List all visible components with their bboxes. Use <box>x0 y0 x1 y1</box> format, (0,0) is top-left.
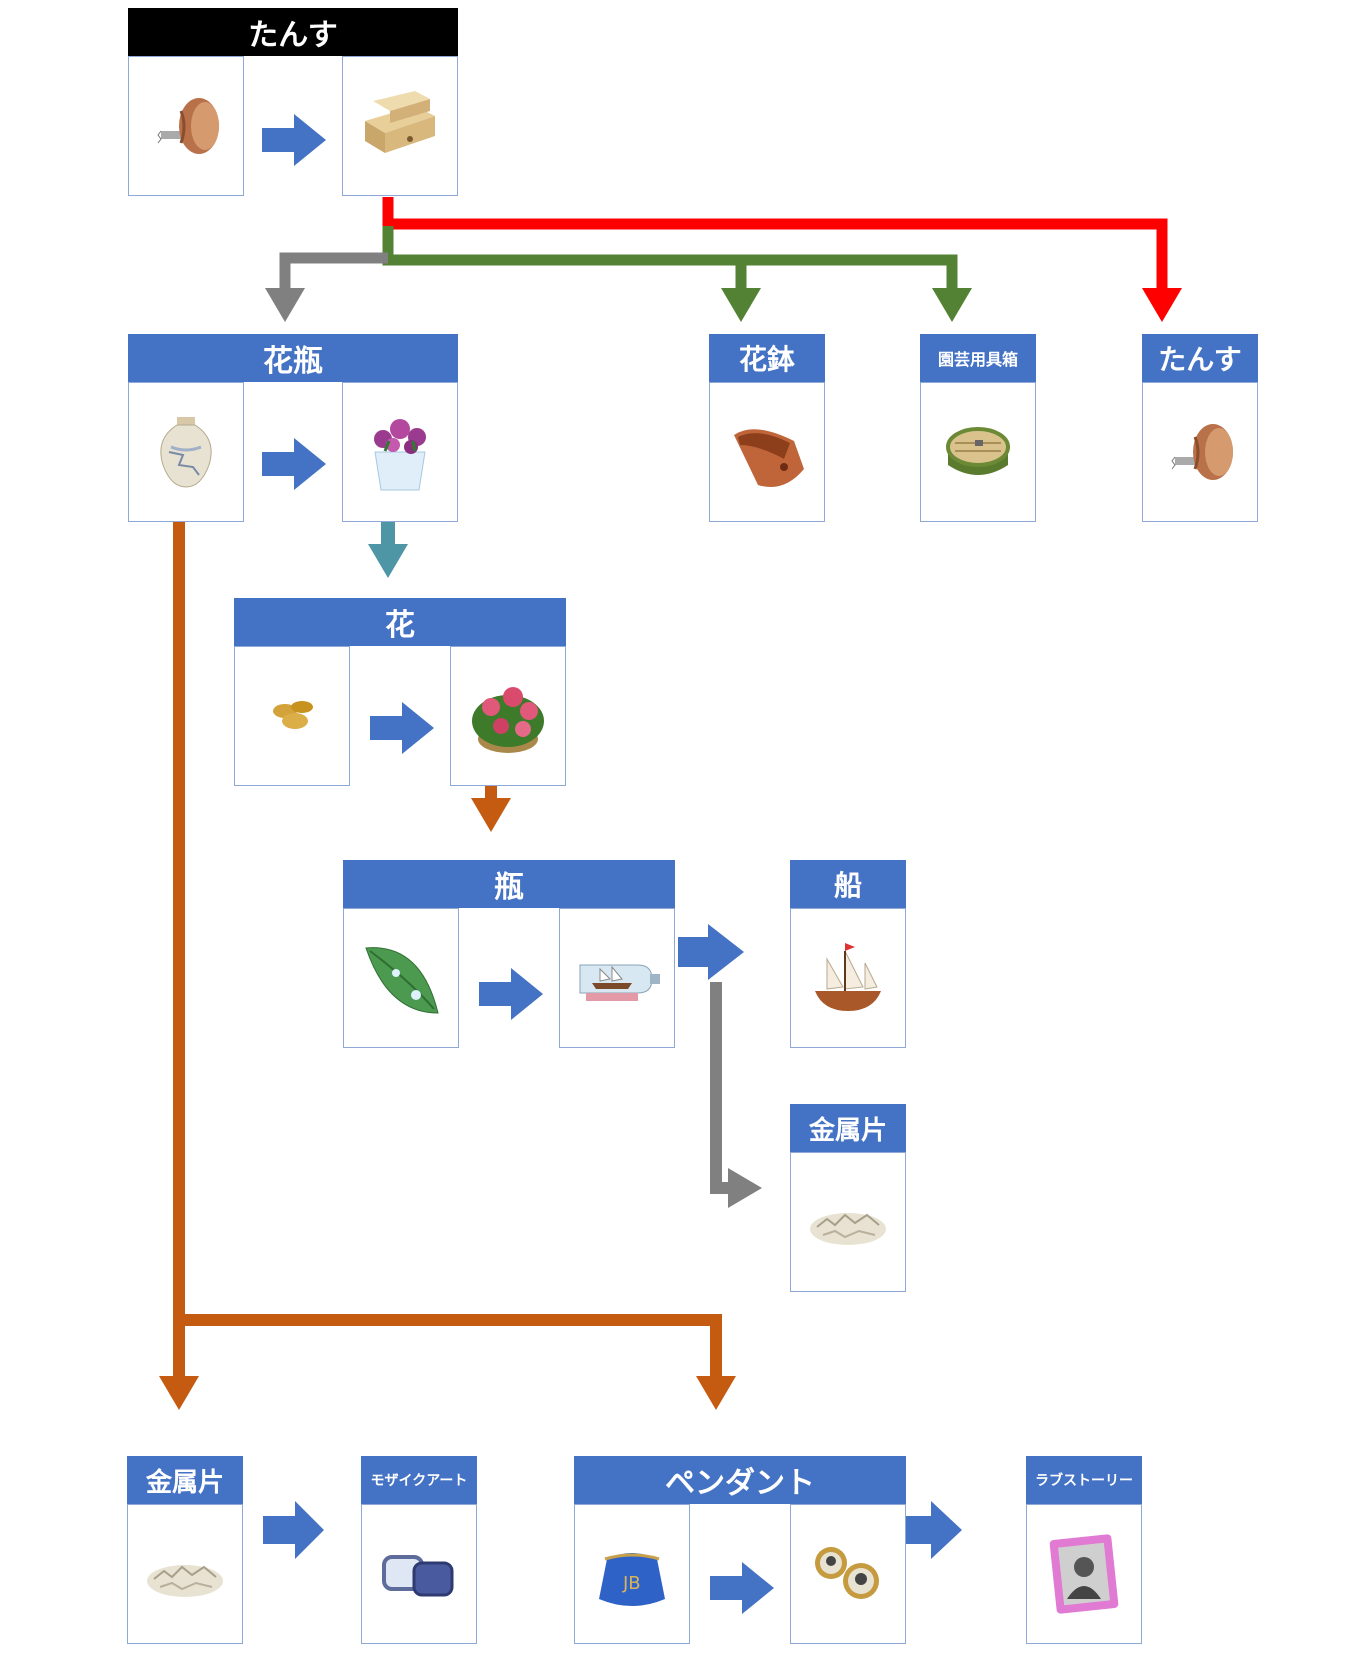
clay-pot-icon <box>722 407 812 497</box>
arrow-icon <box>368 698 438 758</box>
arrowhead-green-engei <box>932 288 972 322</box>
arrow-pendant-to-lovestory <box>899 1501 962 1559</box>
portrait-frame-icon <box>1039 1529 1129 1619</box>
ship-in-bottle-icon <box>572 933 662 1023</box>
node-title: たんす <box>1142 334 1258 382</box>
node-mosaic: モザイクアート <box>361 1456 477 1652</box>
arrowhead-orange-pendant <box>696 1376 736 1410</box>
node-kinzoku-low: 金属片 <box>127 1456 243 1652</box>
connector-green <box>382 226 958 290</box>
seeds-icon <box>247 671 337 761</box>
item-cell <box>920 382 1036 522</box>
arrowhead-orange-bin <box>471 798 511 832</box>
arrowhead-gray-kinzoku <box>728 1168 762 1208</box>
node-kinzoku-mid: 金属片 <box>790 1104 906 1300</box>
wood-box-icon <box>355 81 445 171</box>
node-title: 園芸用具箱 <box>920 334 1036 382</box>
node-title: モザイクアート <box>361 1456 477 1504</box>
item-cell <box>790 1504 906 1644</box>
item-cell <box>1142 382 1258 522</box>
node-engei: 園芸用具箱 <box>920 334 1036 530</box>
knob-icon <box>141 81 231 171</box>
node-title: 船 <box>790 860 906 908</box>
locket-icon <box>803 1529 893 1619</box>
item-cell <box>1026 1504 1142 1644</box>
item-cell <box>574 1504 690 1644</box>
item-cell <box>342 56 458 196</box>
arrow-bin-to-fune <box>678 924 744 980</box>
node-fune: 船 <box>790 860 906 1056</box>
node-title: ラブストーリー <box>1026 1456 1142 1504</box>
arrowhead-green-hachi <box>721 288 761 322</box>
arrowhead-teal-hana <box>368 544 408 578</box>
node-tansu-top: たんす <box>128 8 458 204</box>
node-lovestory: ラブストーリー <box>1026 1456 1142 1652</box>
node-title: たんす <box>128 8 458 56</box>
connector-gray-kinzoku <box>710 982 730 1194</box>
knob-icon <box>1155 407 1245 497</box>
item-cell <box>790 1152 906 1292</box>
node-title: 瓶 <box>343 860 675 908</box>
flower-bush-icon <box>463 671 553 761</box>
arrowhead-orange-kinzoku <box>159 1376 199 1410</box>
sailing-ship-icon <box>803 933 893 1023</box>
arrow-icon <box>260 434 330 494</box>
node-bin: 瓶 <box>343 860 675 1056</box>
flower-vase-icon <box>355 407 445 497</box>
node-kabin: 花瓶 <box>128 334 458 530</box>
node-title: 金属片 <box>790 1104 906 1152</box>
item-cell <box>234 646 350 786</box>
arrow-icon <box>708 1558 778 1618</box>
item-cell <box>128 382 244 522</box>
item-cell <box>343 908 459 1048</box>
connector-orange <box>173 514 722 1378</box>
item-cell <box>128 56 244 196</box>
cracked-vase-icon <box>141 407 231 497</box>
item-cell <box>450 646 566 786</box>
mosaic-tiles-icon <box>374 1529 464 1619</box>
node-pendant: ペンダント <box>574 1456 906 1652</box>
arrow-icon <box>260 110 330 170</box>
node-tansu-right: たんす <box>1142 334 1258 530</box>
metal-flakes-icon <box>803 1177 893 1267</box>
arrow-kinzoku-to-mosaic <box>263 1501 324 1559</box>
item-cell <box>559 908 675 1048</box>
node-title: 花 <box>234 598 566 646</box>
arrowhead-red <box>1142 288 1182 322</box>
connector-red <box>382 197 1168 290</box>
connector-gray <box>279 252 388 290</box>
item-cell <box>127 1504 243 1644</box>
pouch-icon <box>587 1529 677 1619</box>
node-title: 花鉢 <box>709 334 825 382</box>
node-hachi: 花鉢 <box>709 334 825 530</box>
arrowhead-gray-kabin <box>265 288 305 322</box>
arrow-icon <box>477 964 547 1024</box>
node-title: ペンダント <box>574 1456 906 1504</box>
node-title: 金属片 <box>127 1456 243 1504</box>
item-cell <box>342 382 458 522</box>
leaf-icon <box>356 933 446 1023</box>
item-cell <box>361 1504 477 1644</box>
item-cell <box>790 908 906 1048</box>
metal-flakes-icon <box>140 1529 230 1619</box>
node-title: 花瓶 <box>128 334 458 382</box>
item-cell <box>709 382 825 522</box>
wood-barrel-icon <box>933 407 1023 497</box>
node-hana: 花 <box>234 598 566 794</box>
